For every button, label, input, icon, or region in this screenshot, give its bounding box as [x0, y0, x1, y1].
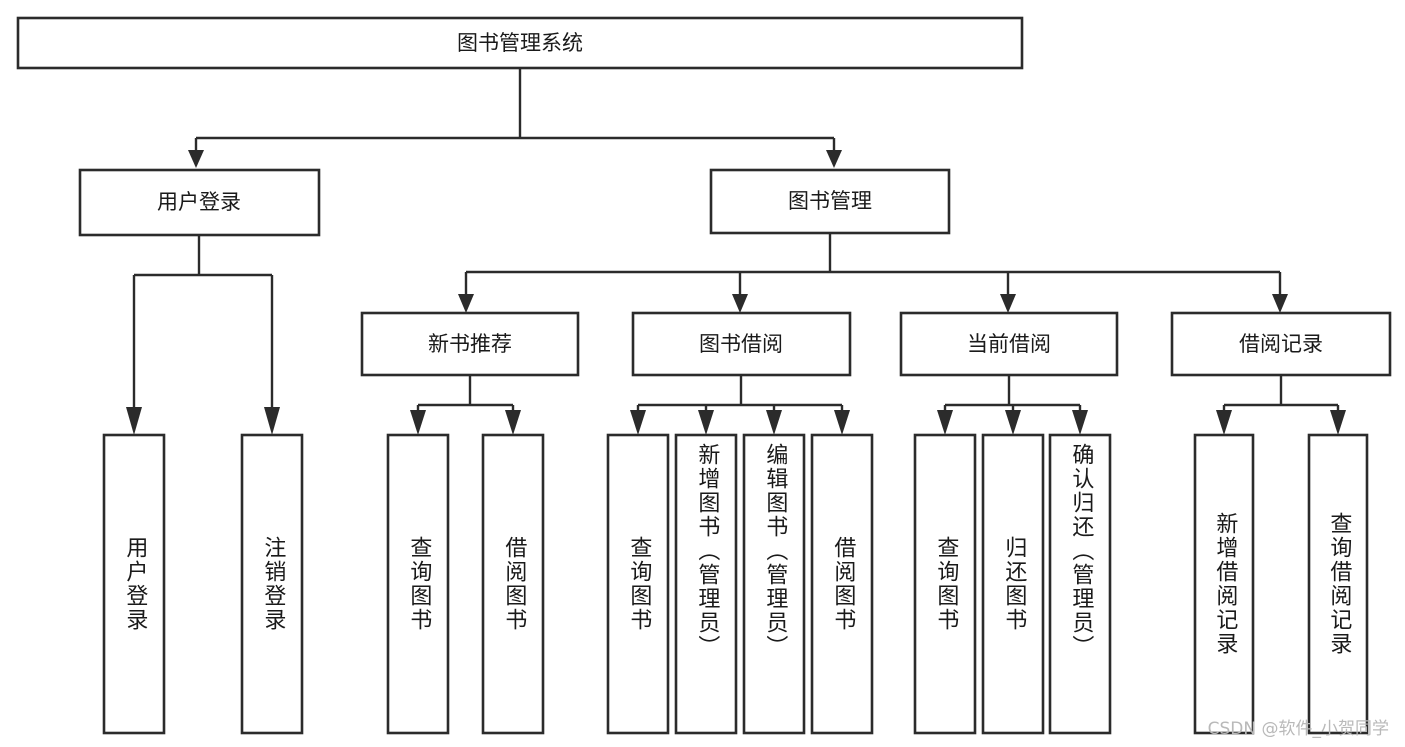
node-user-login-box[interactable] — [78, 168, 321, 237]
node-root-label: 图书管理系统 — [457, 31, 583, 55]
node-root[interactable]: 图书管理系统 — [16, 16, 1024, 70]
node-book-borrow[interactable]: 图书借阅 — [631, 311, 852, 377]
arrow-head-icon — [834, 410, 850, 435]
node-book-management-label: 图书管理 — [788, 189, 872, 213]
node-leaf-add-book-box[interactable] — [674, 433, 738, 735]
node-current-borrow[interactable]: 当前借阅 — [899, 311, 1119, 377]
node-borrow-record-label: 借阅记录 — [1239, 332, 1323, 356]
node-new-book-recommend[interactable]: 新书推荐 — [360, 311, 580, 377]
node-leaf-return-book-box[interactable] — [981, 433, 1045, 735]
connector-layer — [126, 68, 1346, 435]
node-current-borrow-label: 当前借阅 — [967, 332, 1051, 356]
arrow-head-icon — [458, 294, 474, 313]
node-user-login-label: 用户登录 — [157, 190, 241, 214]
arrow-head-icon — [188, 150, 204, 168]
arrow-head-icon — [126, 407, 142, 435]
node-leaf-query-record-box[interactable] — [1307, 433, 1369, 735]
node-current-borrow-box[interactable] — [899, 311, 1119, 377]
arrow-head-icon — [1000, 294, 1016, 313]
arrow-head-icon — [1216, 410, 1232, 435]
node-leaf-confirm-return-box[interactable] — [1048, 433, 1112, 735]
arrow-head-icon — [410, 410, 426, 435]
node-borrow-record-box[interactable] — [1170, 311, 1392, 377]
arrow-head-icon — [732, 294, 748, 313]
node-leaf-borrow-book-b-box[interactable] — [810, 433, 874, 735]
node-leaf-user-login-box[interactable] — [102, 433, 166, 735]
node-root-box[interactable] — [16, 16, 1024, 70]
node-leaf-logout-box[interactable] — [240, 433, 304, 735]
node-layer: 图书管理系统 用户登录 图书管理 新书推荐 图书借阅 — [16, 16, 1392, 735]
watermark-text: CSDN @软件_小贺同学 — [1207, 719, 1389, 739]
arrow-head-icon — [630, 410, 646, 435]
node-leaf-borrow-book-a-box[interactable] — [481, 433, 545, 735]
node-book-borrow-box[interactable] — [631, 311, 852, 377]
node-book-management[interactable]: 图书管理 — [709, 168, 951, 235]
node-new-book-recommend-box[interactable] — [360, 311, 580, 377]
node-leaf-query-book-a-box[interactable] — [386, 433, 450, 735]
arrow-head-icon — [1072, 410, 1088, 435]
arrow-head-icon — [937, 410, 953, 435]
node-leaf-edit-book-box[interactable] — [742, 433, 806, 735]
arrow-head-icon — [698, 410, 714, 435]
arrow-head-icon — [1330, 410, 1346, 435]
arrow-head-icon — [826, 150, 842, 168]
arrow-head-icon — [1272, 294, 1288, 313]
node-leaf-query-book-c-box[interactable] — [913, 433, 977, 735]
node-borrow-record[interactable]: 借阅记录 — [1170, 311, 1392, 377]
node-book-borrow-label: 图书借阅 — [699, 332, 783, 356]
arrow-head-icon — [505, 410, 521, 435]
node-leaf-query-book-b-box[interactable] — [606, 433, 670, 735]
arrow-head-icon — [264, 407, 280, 435]
node-new-book-recommend-label: 新书推荐 — [428, 332, 512, 356]
arrow-head-icon — [766, 410, 782, 435]
node-book-management-box[interactable] — [709, 168, 951, 235]
node-leaf-add-record-box[interactable] — [1193, 433, 1255, 735]
arrow-head-icon — [1005, 410, 1021, 435]
node-user-login[interactable]: 用户登录 — [78, 168, 321, 237]
